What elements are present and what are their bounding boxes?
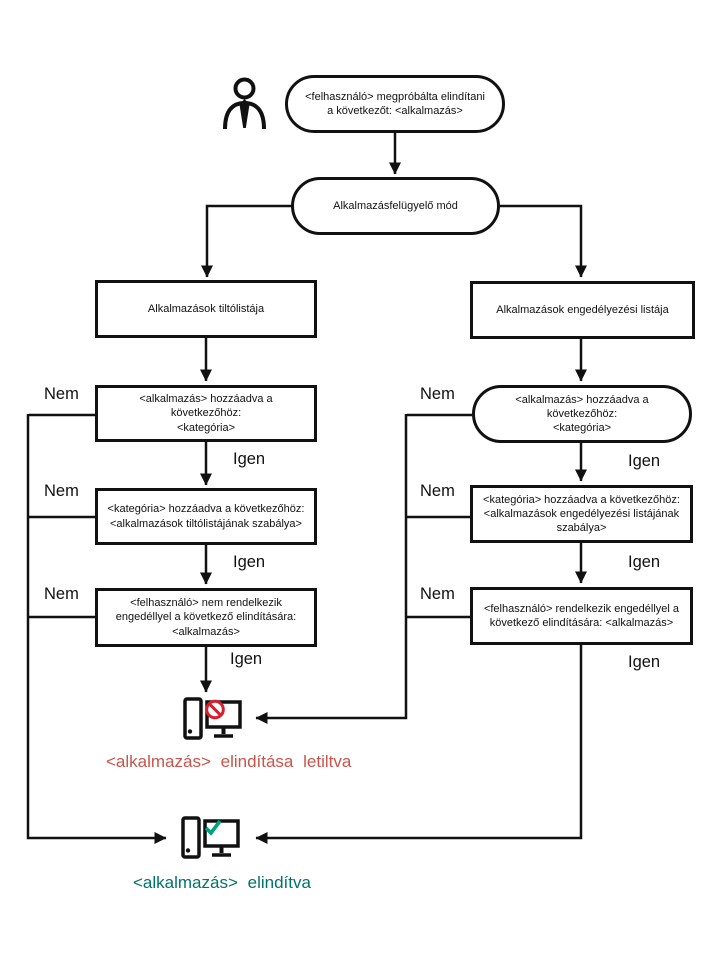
start-node: <felhasználó> megpróbálta elindítani a k… — [285, 75, 505, 133]
yes-label: Igen — [233, 450, 266, 468]
yes-label: Igen — [628, 653, 661, 671]
no-label: Nem — [420, 585, 455, 603]
computer-blocked-icon — [183, 697, 242, 740]
no-label: Nem — [44, 385, 79, 403]
yes-label: Igen — [628, 452, 661, 470]
deny-app-in-category-node: <alkalmazás> hozzáadva a következőhöz: <… — [95, 385, 317, 442]
check-icon — [204, 819, 222, 836]
no-label: Nem — [44, 585, 79, 603]
deny-user-no-permission-node: <felhasználó> nem rendelkezik engedéllye… — [95, 588, 317, 647]
yes-label: Igen — [628, 553, 661, 571]
denylist-node: Alkalmazások tiltólistája — [95, 280, 317, 338]
allow-category-in-rule-node: <kategória> hozzáadva a következőhöz: <a… — [470, 485, 693, 543]
yes-label: Igen — [230, 650, 263, 668]
no-label: Nem — [44, 482, 79, 500]
prohibit-icon — [205, 699, 225, 720]
allow-app-in-category-node: <alkalmazás> hozzáadva a következőhöz: <… — [472, 385, 692, 443]
mode-node: Alkalmazásfelügyelő mód — [291, 177, 500, 235]
allow-user-has-permission-node: <felhasználó> rendelkezik engedéllyel a … — [470, 587, 693, 645]
computer-started-icon — [181, 816, 240, 859]
user-icon — [223, 77, 266, 130]
no-label: Nem — [420, 482, 455, 500]
allowlist-node: Alkalmazások engedélyezési listája — [470, 281, 695, 339]
started-caption: <alkalmazás> elindítva — [133, 873, 311, 892]
no-label: Nem — [420, 385, 455, 403]
yes-label: Igen — [233, 553, 266, 571]
blocked-caption: <alkalmazás> elindítása letiltva — [106, 752, 352, 771]
deny-category-in-rule-node: <kategória> hozzáadva a következőhöz: <a… — [95, 488, 317, 545]
